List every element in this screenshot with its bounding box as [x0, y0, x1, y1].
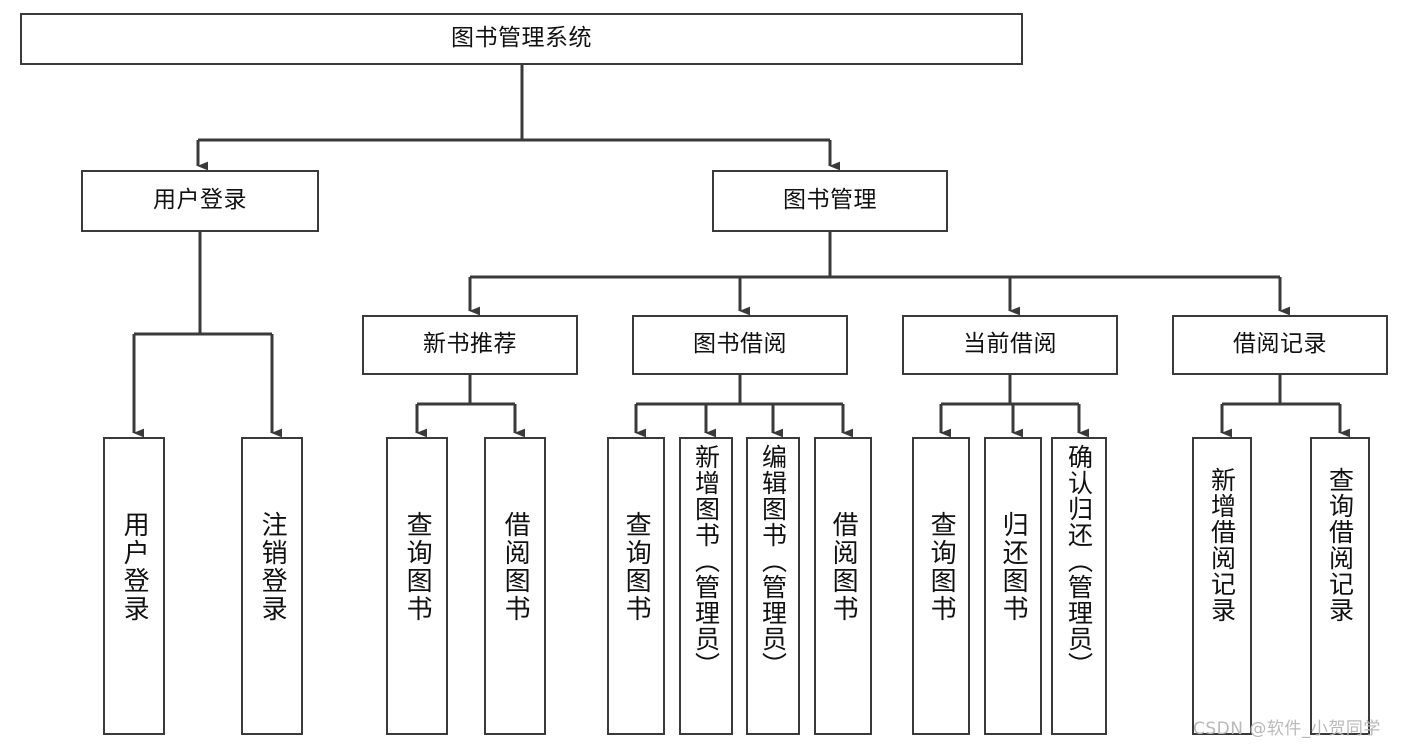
node-leaf-user-login[interactable]: 用户登录 [103, 437, 165, 735]
node-leaf-confirm-return[interactable]: 确认归还（管理员） [1051, 437, 1107, 735]
node-borrow-record-label: 借阅记录 [1233, 331, 1327, 358]
node-leaf-edit-book-label: 编辑图书（管理员） [758, 444, 788, 678]
node-leaf-query-record-label: 查询借阅记录 [1325, 467, 1355, 623]
node-leaf-edit-book[interactable]: 编辑图书（管理员） [746, 437, 800, 735]
node-leaf-borrow-book-2-label: 借阅图书 [828, 511, 859, 623]
node-new-book-rec[interactable]: 新书推荐 [362, 315, 578, 375]
node-leaf-query-book-2-label: 查询图书 [621, 511, 652, 623]
node-user-login[interactable]: 用户登录 [81, 170, 319, 232]
node-leaf-query-book-1-label: 查询图书 [402, 511, 433, 623]
node-leaf-confirm-return-label: 确认归还（管理员） [1064, 444, 1094, 678]
node-leaf-query-book-3-label: 查询图书 [926, 511, 957, 623]
node-leaf-query-book-1[interactable]: 查询图书 [386, 437, 448, 735]
node-user-login-label: 用户登录 [153, 187, 247, 214]
node-leaf-return-book-label: 归还图书 [998, 511, 1029, 623]
node-book-borrow[interactable]: 图书借阅 [632, 315, 848, 375]
node-leaf-return-book[interactable]: 归还图书 [984, 437, 1042, 735]
node-leaf-borrow-book-1[interactable]: 借阅图书 [484, 437, 546, 735]
node-book-manage-label: 图书管理 [783, 187, 877, 214]
node-borrow-record[interactable]: 借阅记录 [1172, 315, 1388, 375]
node-root-label: 图书管理系统 [451, 25, 592, 52]
node-new-book-rec-label: 新书推荐 [423, 331, 517, 358]
node-leaf-logout[interactable]: 注销登录 [241, 437, 303, 735]
node-leaf-query-book-3[interactable]: 查询图书 [912, 437, 970, 735]
node-leaf-add-record-label: 新增借阅记录 [1207, 467, 1237, 623]
node-book-borrow-label: 图书借阅 [693, 331, 787, 358]
node-current-borrow[interactable]: 当前借阅 [902, 315, 1118, 375]
node-leaf-query-book-2[interactable]: 查询图书 [607, 437, 665, 735]
node-leaf-add-book-label: 新增图书（管理员） [691, 444, 721, 678]
node-leaf-query-record[interactable]: 查询借阅记录 [1310, 437, 1370, 735]
node-book-manage[interactable]: 图书管理 [712, 170, 948, 232]
node-leaf-add-book[interactable]: 新增图书（管理员） [679, 437, 733, 735]
watermark-text: CSDN @软件_小贺同学 [1193, 719, 1381, 739]
node-leaf-logout-label: 注销登录 [257, 511, 288, 623]
node-current-borrow-label: 当前借阅 [963, 331, 1057, 358]
node-leaf-user-login-label: 用户登录 [119, 511, 150, 623]
node-leaf-borrow-book-2[interactable]: 借阅图书 [814, 437, 872, 735]
node-root[interactable]: 图书管理系统 [20, 13, 1023, 65]
node-leaf-borrow-book-1-label: 借阅图书 [500, 511, 531, 623]
node-leaf-add-record[interactable]: 新增借阅记录 [1192, 437, 1252, 735]
